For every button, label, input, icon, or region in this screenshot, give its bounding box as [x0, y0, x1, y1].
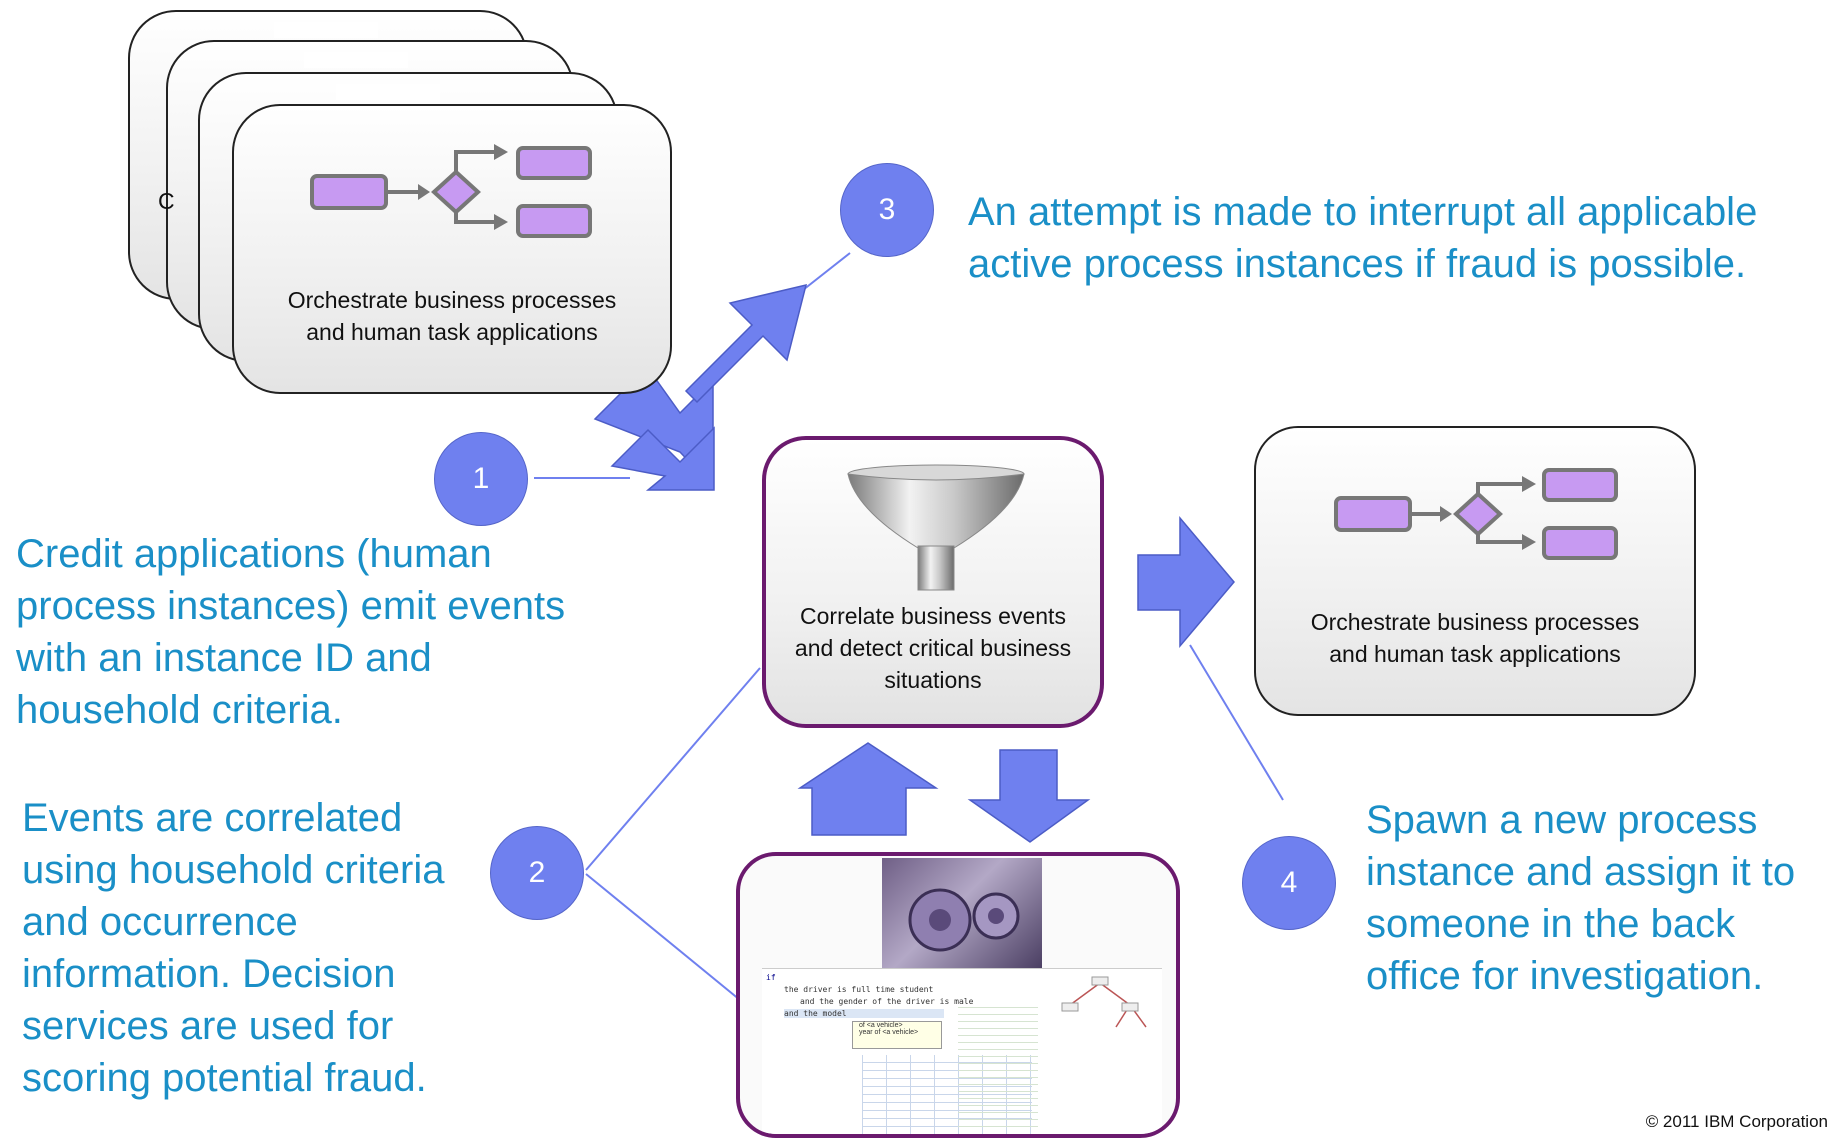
code-line-3: and the model — [784, 1009, 944, 1018]
center-card-label: Correlate business events and detect cri… — [794, 603, 1072, 693]
right-process-flow-diagram — [1334, 468, 1618, 560]
result-table — [958, 1007, 1038, 1127]
copyright: © 2011 IBM Corporation — [1645, 1112, 1828, 1131]
step-4-circle: 4 — [1242, 836, 1336, 930]
code-line-if: if — [766, 973, 776, 982]
step-4-text: Spawn a new process instance and assign … — [1366, 798, 1796, 998]
connector-step2-lower — [585, 873, 741, 1001]
autocomplete-popup[interactable]: of <a vehicle> year of <a vehicle> — [852, 1021, 942, 1049]
step-1-text: Credit applications (human process insta… — [16, 532, 566, 732]
right-process-card: Orchestrate business processes and human… — [1254, 426, 1696, 716]
connector-step3 — [802, 252, 851, 291]
suggestion-2[interactable]: year of <a vehicle> — [859, 1029, 919, 1036]
code-line-2: and the gender of the driver is male — [800, 997, 974, 1006]
arrow-to-right-card — [1137, 515, 1235, 649]
arrow-up-to-center — [797, 742, 939, 836]
process-stack-tab-1 — [274, 22, 378, 38]
process-card-front: Orchestrate business processes and human… — [232, 104, 672, 394]
suggestion-1[interactable]: of <a vehicle> — [859, 1022, 903, 1029]
gears-image — [882, 858, 1042, 968]
process-flow-diagram — [310, 144, 592, 238]
right-card-label: Orchestrate business processes and human… — [1310, 609, 1640, 667]
rules-editor-panel: if the driver is full time student and t… — [762, 968, 1162, 1134]
arrow-out-to-step3 — [684, 283, 808, 404]
process-branch-box-top — [516, 146, 592, 180]
step-3-text: An attempt is made to interrupt all appl… — [968, 190, 1758, 286]
decision-tree-icon — [1061, 976, 1147, 1028]
connector-step2-upper — [585, 667, 761, 871]
process-stack-tab-2 — [304, 52, 408, 68]
process-stack-tab-3 — [336, 84, 440, 100]
arrow-into-center-shaft — [610, 426, 715, 491]
arrow-down-to-rules — [967, 749, 1091, 843]
step-2-text: Events are correlated using household cr… — [22, 796, 445, 1100]
gears-icon — [908, 888, 1020, 952]
connector-step4 — [1189, 644, 1284, 801]
stack-card-label: Orchestrate business processes and human… — [287, 287, 617, 345]
stack-peek-text: C — [158, 188, 175, 214]
step-2-circle: 2 — [490, 826, 584, 920]
decision-diamond — [431, 169, 481, 215]
center-event-card: Correlate business events and detect cri… — [762, 436, 1104, 728]
step-3-circle: 3 — [840, 163, 934, 257]
decision-services-card: if the driver is full time student and t… — [736, 852, 1180, 1138]
process-branch-box-bottom — [516, 204, 592, 238]
code-line-1: the driver is full time student — [784, 985, 934, 994]
process-step-box — [310, 174, 388, 210]
step-1-circle: 1 — [434, 432, 528, 526]
funnel-icon — [847, 464, 1025, 591]
